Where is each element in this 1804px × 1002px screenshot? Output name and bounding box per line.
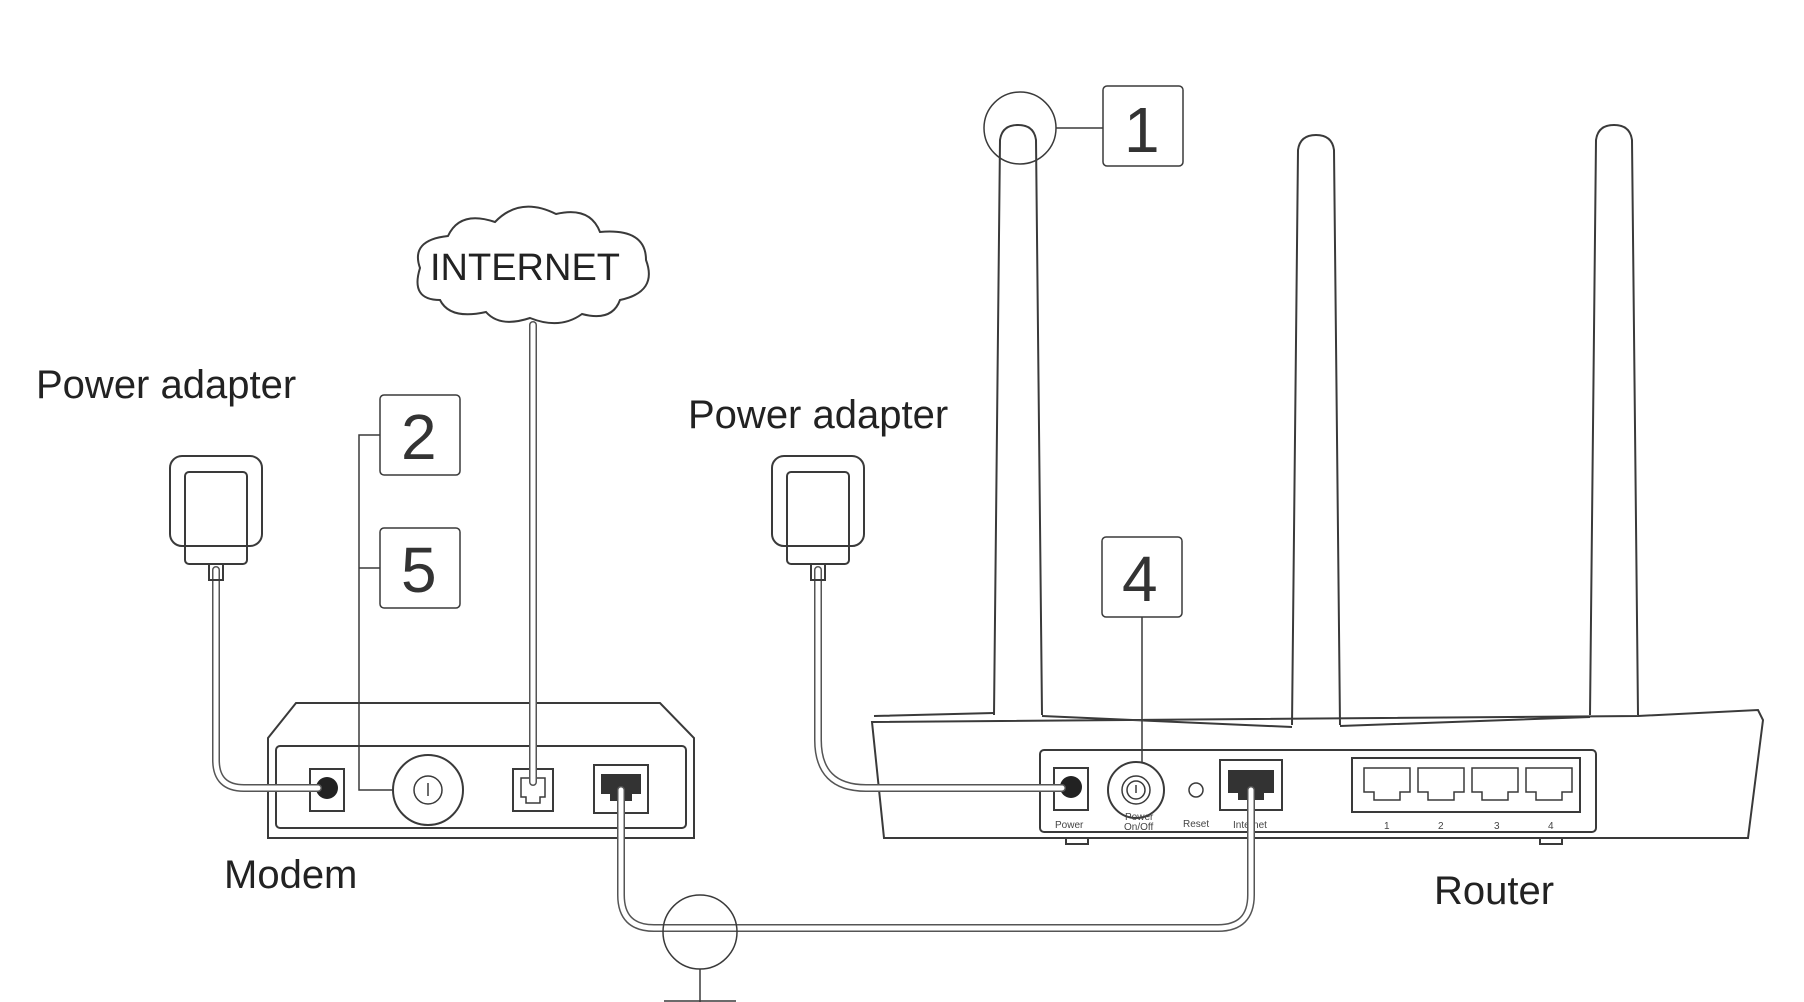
step1-box [1102,85,1184,167]
router-power-button [1107,761,1165,819]
internet-cloud-icon [416,205,650,325]
router-power-button-label-1: Power [1125,812,1154,823]
modem-power-adapter-icon [169,455,263,581]
router-antennas [993,123,1639,726]
step5-box [379,527,461,609]
modem-label: Modem [224,853,357,897]
step1-highlight-circle [983,91,1057,165]
modem-power-adapter-label: Power adapter [36,363,296,407]
step4-number: 4 [1122,543,1158,615]
router-lan1-label: 1 [1384,821,1390,832]
router-lan4-label: 4 [1548,821,1554,832]
router-lan2-label: 2 [1438,821,1444,832]
router-lan3-label: 3 [1494,821,1500,832]
step2-number: 2 [401,401,437,473]
router-label: Router [1434,869,1554,913]
router-power-port-label: Power [1055,820,1084,831]
step1-number: 1 [1124,94,1160,166]
router-reset-hole [1188,782,1204,798]
router-reset-label: Reset [1183,819,1209,830]
cables [212,321,1255,932]
router-lan-ports [1351,757,1581,813]
step2-box [379,394,461,476]
router-power-button-label-2: On/Off [1124,822,1153,833]
internet-label: INTERNET [430,247,620,289]
router-power-adapter-label: Power adapter [688,393,948,437]
router-body [870,708,1765,845]
modem-power-button [392,754,464,826]
router-power-adapter-icon [771,455,865,581]
step5-number: 5 [401,534,437,606]
step2-step5-leader-line [358,434,393,791]
modem-body [267,702,695,839]
